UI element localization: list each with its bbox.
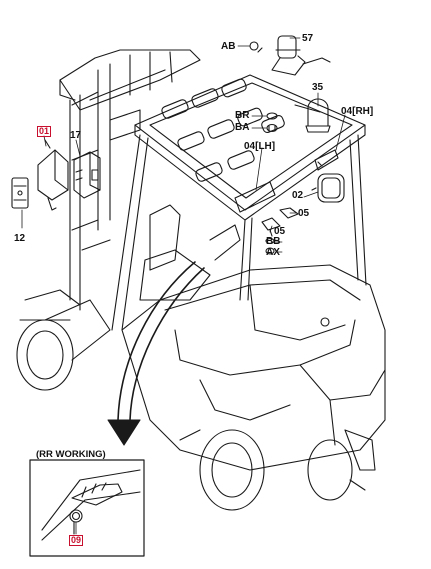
hardware-bb-ax — [265, 237, 275, 255]
callout-ax: AX — [266, 247, 280, 258]
switch-12 — [11, 177, 29, 209]
callout-br: BR — [235, 110, 250, 121]
rear-beacon-35 — [305, 98, 331, 133]
callout-ba: BA — [235, 122, 250, 133]
guard-posts — [111, 134, 367, 331]
truck-body — [121, 264, 386, 491]
callout-bb: BB — [266, 236, 281, 247]
callout-57: 57 — [302, 33, 314, 44]
callout-04-rh: 04[RH] — [341, 106, 374, 117]
detail-arrow — [107, 261, 205, 446]
rr-working-inset — [29, 459, 145, 557]
callout-ab: AB — [221, 41, 236, 52]
washer-br-ba — [266, 112, 278, 133]
front-wheel — [16, 289, 111, 391]
callout-02: 02 — [292, 190, 304, 201]
callout-12: 12 — [14, 233, 26, 244]
inset-title: (RR WORKING) — [36, 449, 106, 460]
work-lamp-04-rh — [314, 149, 339, 171]
callout-01-highlighted: 01 — [37, 126, 52, 137]
callout-35: 35 — [312, 82, 324, 93]
callout-17: 17 — [70, 130, 82, 141]
callout-09-highlighted: 09 — [69, 535, 84, 546]
operator-seat — [139, 204, 241, 301]
lamp-01 — [37, 139, 69, 211]
rear-wheel — [179, 429, 353, 511]
bracket-17 — [73, 151, 101, 199]
callout-05-lower: 05 — [274, 226, 286, 237]
leader-lines — [21, 37, 346, 535]
beacon-lamp-57 — [249, 35, 331, 76]
callout-04-lh: 04[LH] — [244, 141, 276, 152]
rear-lamp-02 — [311, 173, 345, 203]
callout-05-right: 05 — [298, 208, 310, 219]
work-lamp-04-lh — [234, 181, 276, 213]
